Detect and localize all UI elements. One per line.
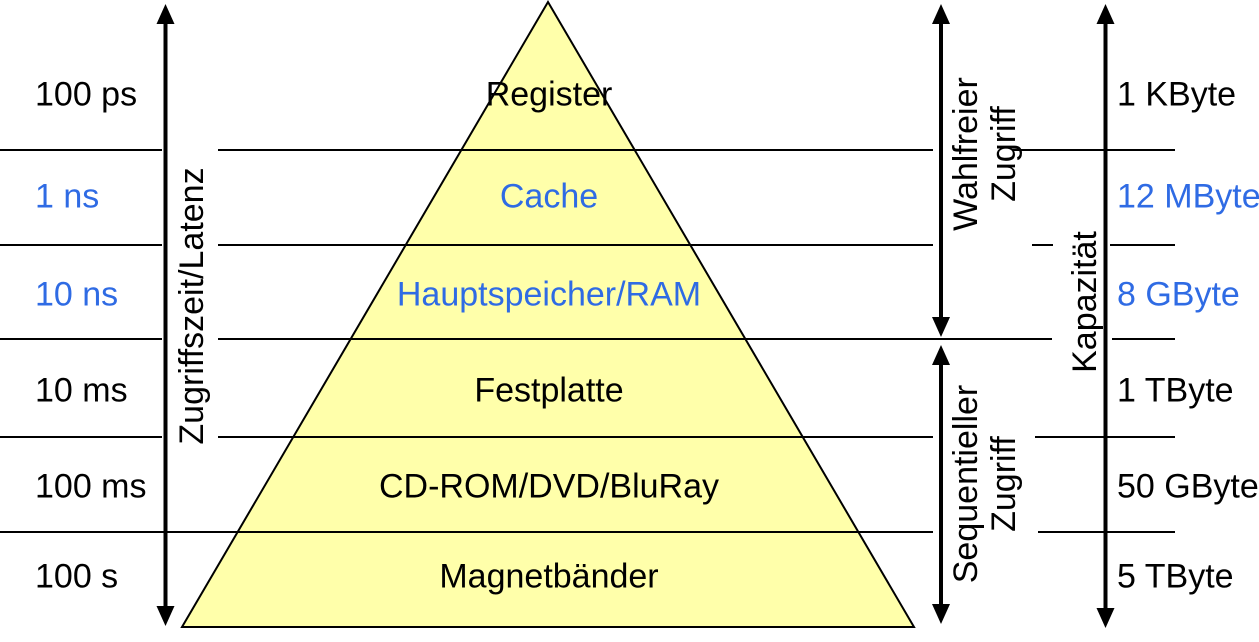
level-label-cache: Cache [499,177,599,216]
arrowhead-top-icon [932,4,950,24]
latency-value-cdrom: 100 ms [35,467,147,506]
arrowhead-top-icon [156,4,175,24]
separator-lines [0,149,1175,533]
arrowhead-bottom-icon [932,317,950,337]
level-label-tape: Magnetbänder [439,557,659,596]
level-label-festplatte: Festplatte [474,371,624,410]
level-label-cdrom: CD-ROM/DVD/BluRay [378,467,720,506]
capacity-value-tape: 5 TByte [1117,557,1234,596]
capacity-value-festplatte: 1 TByte [1117,371,1234,410]
random-access-label: Wahlfreier Zugriff [947,77,1023,231]
random-access-arrow [932,4,950,337]
capacity-axis-arrow [1096,4,1115,628]
latency-value-register: 100 ps [35,75,138,114]
latency-axis-label: Zugriffszeit/Latenz [173,167,211,445]
arrowhead-top-icon [932,345,950,365]
latency-value-festplatte: 10 ms [35,371,128,410]
latency-value-tape: 100 s [35,557,119,596]
level-label-ram: Hauptspeicher/RAM [396,275,702,314]
sequential-access-label-line2: Zugriff [985,436,1023,532]
latency-axis-arrow [156,4,175,626]
arrowhead-bottom-icon [932,604,950,624]
random-access-label-line1: Wahlfreier [947,77,985,231]
sequential-access-label-line1: Sequentieller [947,384,985,584]
capacity-value-register: 1 KByte [1117,75,1237,114]
capacity-axis-label: Kapazität [1066,231,1104,373]
pyramid-shape [180,0,916,628]
arrowhead-bottom-icon [156,606,175,626]
arrowhead-bottom-icon [1096,608,1115,628]
capacity-value-ram: 8 GByte [1117,275,1240,314]
capacity-value-cdrom: 50 GByte [1117,467,1259,506]
capacity-value-cache: 12 MByte [1117,177,1259,216]
sequential-access-label: Sequentieller Zugriff [947,385,1023,583]
level-label-register: Register [485,75,613,114]
latency-value-cache: 1 ns [35,177,100,216]
latency-value-ram: 10 ns [35,275,119,314]
sequential-access-arrow [932,345,950,624]
random-access-label-line2: Zugriff [985,106,1023,202]
arrowhead-top-icon [1096,4,1115,24]
